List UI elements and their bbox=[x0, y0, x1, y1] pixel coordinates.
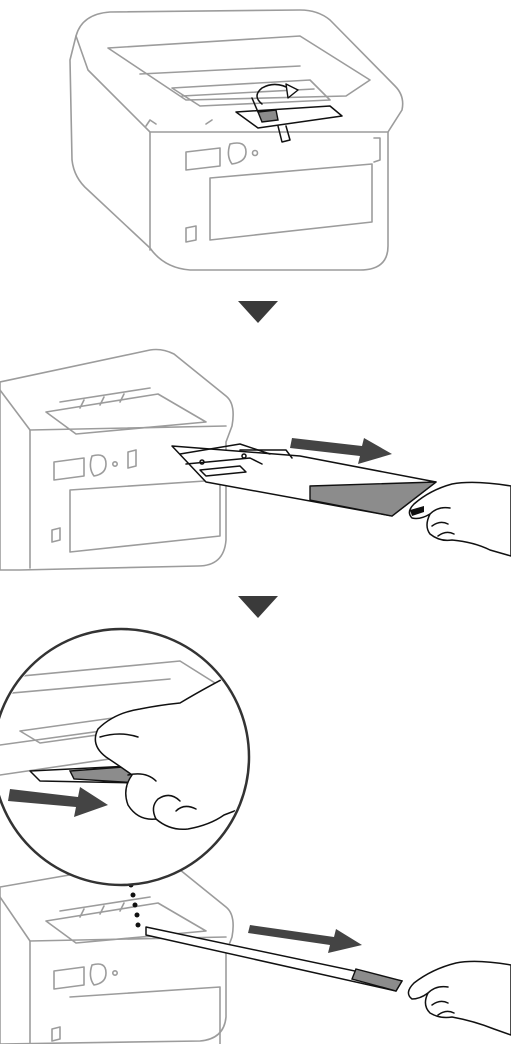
step-2-illustration bbox=[0, 330, 511, 595]
pull-right-arrow-icon bbox=[248, 925, 362, 953]
magnified-detail bbox=[0, 629, 260, 885]
step-3-illustration bbox=[0, 625, 511, 1044]
step-1-illustration bbox=[0, 0, 511, 285]
printer-with-tape-icon bbox=[0, 0, 511, 285]
step-down-arrow-icon bbox=[238, 301, 278, 323]
step-down-arrow-icon bbox=[238, 596, 278, 618]
printer-icon bbox=[0, 861, 233, 1044]
hand-icon bbox=[409, 482, 511, 556]
hand-icon bbox=[408, 961, 511, 1035]
